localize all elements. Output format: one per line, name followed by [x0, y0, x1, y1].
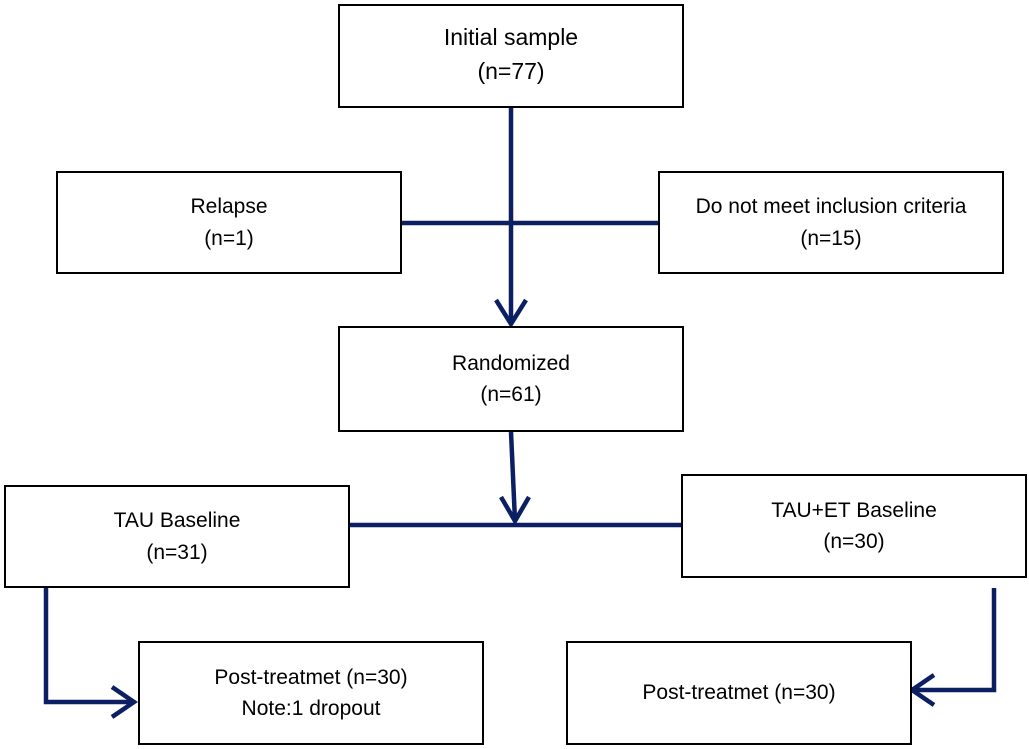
post-treatment-tau-box: Post-treatmet (n=30) Note:1 dropout — [138, 641, 484, 745]
initial-sample-box: Initial sample (n=77) — [338, 4, 684, 108]
initial-sample-count: (n=77) — [477, 58, 545, 84]
connector-randomized-to-split — [508, 431, 518, 522]
randomized-box: Randomized (n=61) — [338, 326, 684, 432]
connector-tau-to-post-treatment — [43, 588, 134, 705]
tau-baseline-box: TAU Baseline (n=31) — [4, 485, 350, 588]
randomized-count: (n=61) — [480, 383, 542, 406]
post-treatment-et-box: Post-treatmet (n=30) — [566, 641, 912, 745]
tau-baseline-label: TAU Baseline — [113, 509, 241, 532]
tau-baseline-count: (n=31) — [146, 540, 208, 564]
tau-et-baseline-count: (n=30) — [823, 530, 885, 553]
post-treatment-tau-label: Post-treatmet (n=30) — [214, 665, 408, 689]
post-treatment-tau-note: Note:1 dropout — [241, 697, 381, 720]
relapse-box: Relapse (n=1) — [56, 171, 402, 274]
initial-sample-label: Initial sample — [443, 23, 579, 50]
connector-tauet-to-post-treatment — [912, 588, 997, 693]
tau-et-baseline-box: TAU+ET Baseline (n=30) — [681, 474, 1027, 578]
arrowhead-post-treatment-et — [908, 673, 936, 707]
relapse-count: (n=1) — [204, 226, 254, 250]
randomized-label: Randomized — [452, 351, 570, 375]
arrowhead-post-treatment-tau — [110, 685, 138, 719]
post-treatment-et-label: Post-treatmet (n=30) — [642, 681, 836, 705]
exclusion-count: (n=15) — [800, 226, 862, 250]
arrowhead-split — [499, 495, 531, 526]
arrowhead-randomized — [494, 298, 528, 329]
exclusion-label: Do not meet inclusion criteria — [695, 195, 967, 218]
relapse-label: Relapse — [190, 195, 268, 218]
exclusion-box: Do not meet inclusion criteria (n=15) — [658, 171, 1004, 274]
tau-et-baseline-label: TAU+ET Baseline — [771, 498, 937, 522]
